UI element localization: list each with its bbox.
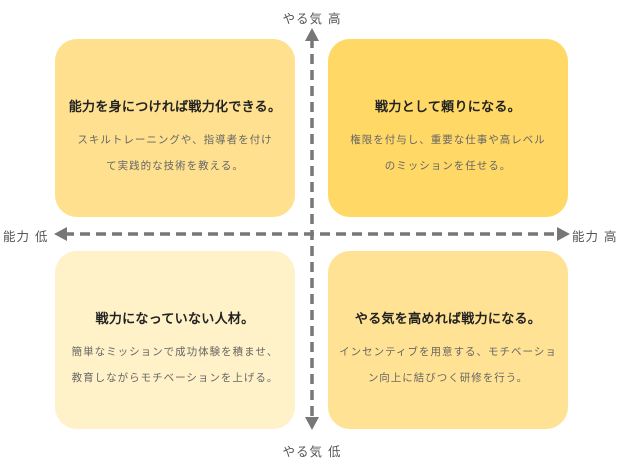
quadrant-top-left-description: スキルトレーニングや、指導者を付け て実践的な技術を教える。 [61,127,289,179]
axis-label-ability-high: 能力 高 [572,229,618,244]
quadrant-top-right-title: 戦力として頼りになる。 [375,100,521,115]
quadrant-top-left-line-2: て実践的な技術を教える。 [106,160,244,172]
quadrant-bottom-right-line-1: インセンティブを用意する、モチベーショ [339,346,557,358]
vertical-axis-arrow-down [305,417,319,430]
quadrant-bottom-right: やる気を高めれば戦力になる。 インセンティブを用意する、モチベーショ ン向上に結… [328,251,568,429]
axis-label-motivation-high: やる気 高 [282,11,342,26]
quadrant-bottom-left-line-1: 簡単なミッションで成功体験を積ませ、 [71,346,279,358]
quadrant-bottom-right-line-2: ン向上に結びつく研修を行う。 [367,372,529,384]
quadrant-top-right-description: 権限を付与し、重要な仕事や高レベル のミッションを任せる。 [334,127,562,179]
quadrant-top-right: 戦力として頼りになる。 権限を付与し、重要な仕事や高レベル のミッションを任せる… [328,39,568,217]
horizontal-axis-arrow-right [557,227,570,241]
quadrant-top-right-line-2: のミッションを任せる。 [384,160,512,172]
quadrant-bottom-left-line-2: 教育しながらモチベーションを上げる。 [71,372,279,384]
quadrant-bottom-left: 戦力になっていない人材。 簡単なミッションで成功体験を積ませ、 教育しながらモチ… [55,251,295,429]
quadrant-top-right-line-1: 権限を付与し、重要な仕事や高レベル [350,134,546,146]
horizontal-axis-arrow-left [54,227,67,241]
quadrant-top-left-title: 能力を身につければ戦力化できる。 [68,100,282,115]
axis-label-motivation-low: やる気 低 [282,444,342,459]
quadrant-bottom-left-title: 戦力になっていない人材。 [95,312,255,327]
quadrant-bottom-left-description: 簡単なミッションで成功体験を積ませ、 教育しながらモチベーションを上げる。 [61,339,289,391]
quadrant-bottom-right-title: やる気を高めれば戦力になる。 [354,312,542,327]
vertical-axis-arrow-up [305,28,319,41]
quadrant-top-left-line-1: スキルトレーニングや、指導者を付け [77,134,273,146]
axis-label-ability-low: 能力 低 [3,229,49,244]
quadrant-top-left: 能力を身につければ戦力化できる。 スキルトレーニングや、指導者を付け て実践的な… [55,39,295,217]
quadrant-bottom-right-description: インセンティブを用意する、モチベーショ ン向上に結びつく研修を行う。 [334,339,562,391]
